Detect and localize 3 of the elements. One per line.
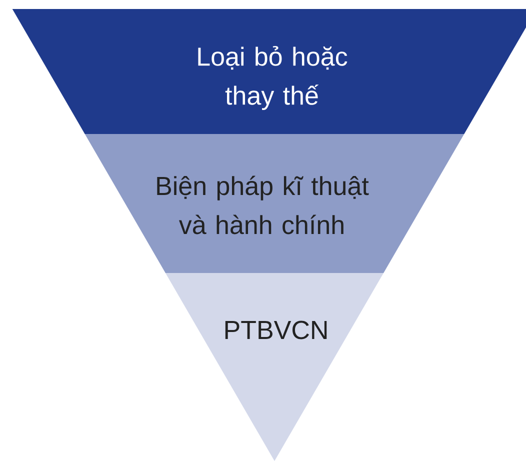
funnel-band: Biện pháp kĩ thuật và hành chính [84, 134, 464, 273]
funnel-band: Loại bỏ hoặc thay thế [12, 9, 526, 134]
funnel-band: PTBVCN [165, 273, 384, 461]
